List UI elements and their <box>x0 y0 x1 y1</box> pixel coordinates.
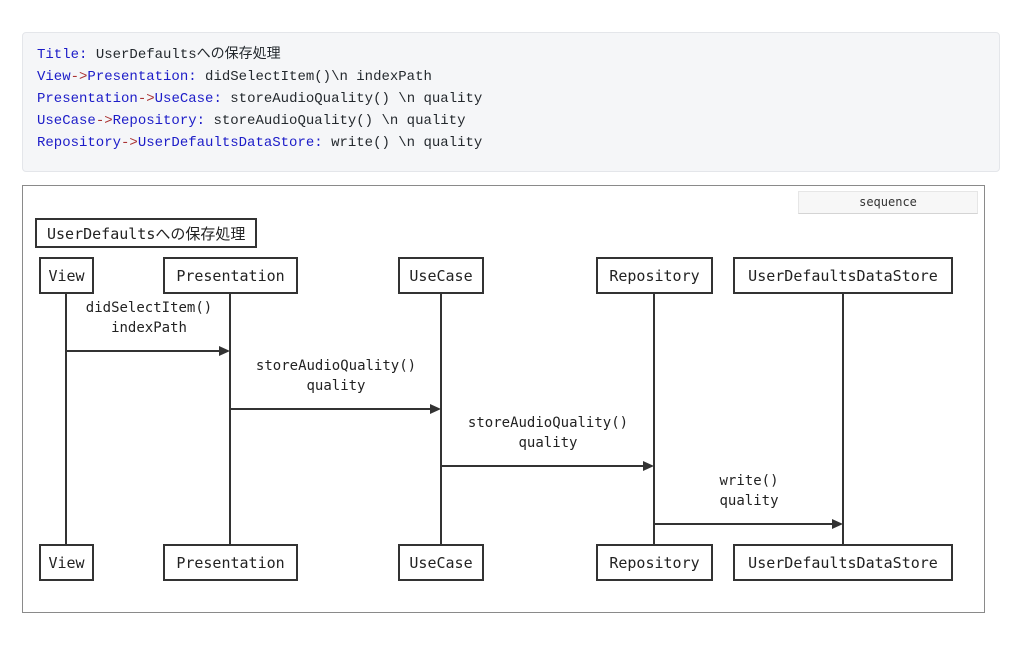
message-label: storeAudioQuality() quality <box>468 413 628 453</box>
lifeline-usecase <box>440 294 442 544</box>
message-arrowhead-icon <box>832 519 843 529</box>
diagram-title-box: UserDefaultsへの保存処理 <box>35 218 258 248</box>
code-line: Repository->UserDefaultsDataStore: write… <box>37 132 985 154</box>
code-message-text: storeAudioQuality() \n quality <box>221 91 483 107</box>
code-participant: Presentation <box>37 91 138 107</box>
code-message-text: write() \n quality <box>322 135 483 151</box>
code-arrow-operator: -> <box>137 91 155 107</box>
code-arrow-operator: -> <box>70 69 88 85</box>
actor-box-presentation-bottom: Presentation <box>163 544 298 581</box>
message-arrow-line <box>230 408 430 410</box>
sequence-source-code-block: Title: UserDefaultsへの保存処理 View->Presenta… <box>22 32 1000 172</box>
message-label: didSelectItem() indexPath <box>86 298 212 338</box>
message-method: didSelectItem() <box>85 300 213 316</box>
lifeline-repository <box>653 294 655 544</box>
code-line: Title: UserDefaultsへの保存処理 <box>37 44 985 66</box>
message-argument: indexPath <box>111 320 187 336</box>
message-label: write() quality <box>719 471 778 511</box>
actor-box-repository-bottom: Repository <box>596 544 713 581</box>
code-arrow-operator: -> <box>121 135 138 151</box>
message-arrowhead-icon <box>430 404 441 414</box>
message-method: storeAudioQuality() <box>255 358 417 374</box>
lifeline-presentation <box>229 294 231 544</box>
message-argument: quality <box>518 435 578 451</box>
actor-box-usecase-top: UseCase <box>398 257 484 294</box>
message-label: storeAudioQuality() quality <box>256 356 416 396</box>
message-method: write() <box>719 473 779 489</box>
message-arrow-line <box>441 465 643 467</box>
sequence-tab[interactable]: sequence <box>798 191 978 214</box>
code-message-text: storeAudioQuality() \n quality <box>205 113 466 129</box>
lifeline-view <box>65 294 67 544</box>
message-argument: quality <box>719 493 779 509</box>
code-participant: UseCase: <box>154 91 222 107</box>
code-keyword: Title: <box>37 47 88 63</box>
actor-box-userdefaultsdatastore-bottom: UserDefaultsDataStore <box>733 544 953 581</box>
message-argument: quality <box>306 378 366 394</box>
sequence-diagram-panel: sequence UserDefaultsへの保存処理 View Present… <box>22 185 985 613</box>
code-line: UseCase->Repository: storeAudioQuality()… <box>37 110 985 132</box>
code-message-text: didSelectItem()\n indexPath <box>196 69 432 85</box>
code-participant: Repository <box>37 135 122 151</box>
code-line: View->Presentation: didSelectItem()\n in… <box>37 66 985 88</box>
code-participant: UserDefaultsDataStore: <box>137 135 323 151</box>
lifeline-userdefaultsdatastore <box>842 294 844 544</box>
message-method: storeAudioQuality() <box>467 415 629 431</box>
code-participant: UseCase <box>37 113 96 129</box>
actor-box-repository-top: Repository <box>596 257 713 294</box>
message-arrowhead-icon <box>643 461 654 471</box>
actor-box-view-bottom: View <box>39 544 94 581</box>
code-participant: Repository: <box>112 113 206 129</box>
code-participant: Presentation: <box>87 69 197 85</box>
message-arrow-line <box>654 523 832 525</box>
message-arrowhead-icon <box>219 346 230 356</box>
code-message-text: UserDefaultsへの保存処理 <box>87 47 281 63</box>
code-line: Presentation->UseCase: storeAudioQuality… <box>37 88 985 110</box>
actor-box-view-top: View <box>39 257 94 294</box>
actor-box-presentation-top: Presentation <box>163 257 298 294</box>
actor-box-usecase-bottom: UseCase <box>398 544 484 581</box>
actor-box-userdefaultsdatastore-top: UserDefaultsDataStore <box>733 257 953 294</box>
code-arrow-operator: -> <box>95 113 113 129</box>
code-participant: View <box>37 69 71 85</box>
message-arrow-line <box>66 350 219 352</box>
